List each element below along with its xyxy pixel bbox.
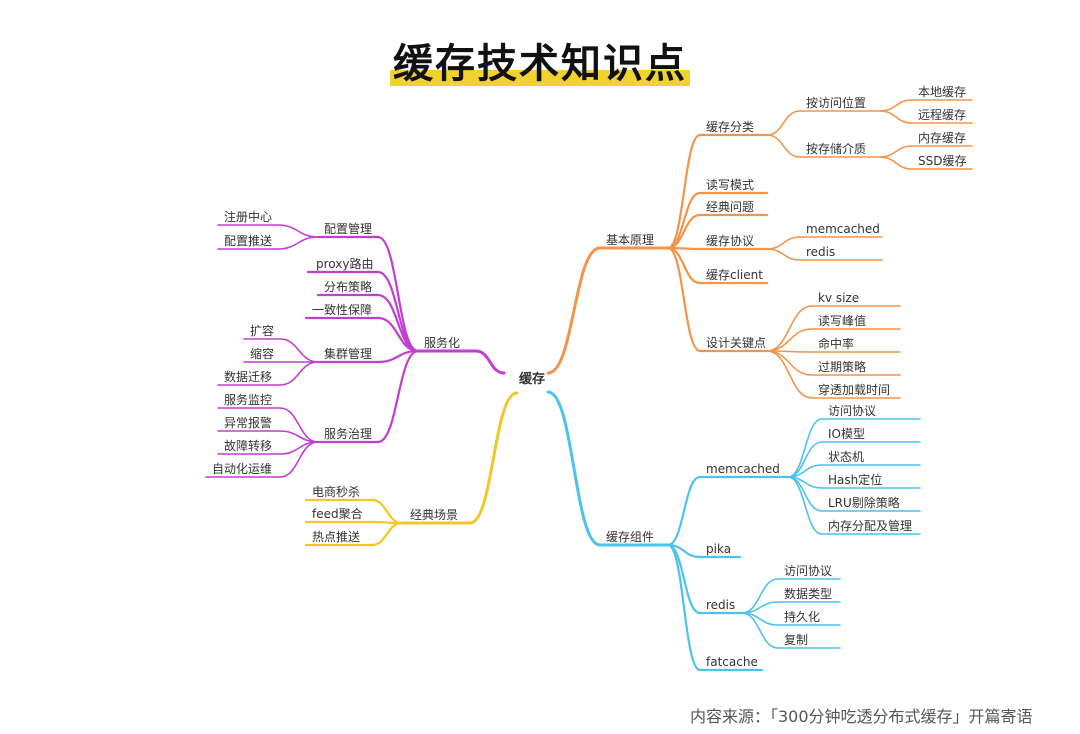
mindmap-node-label: 电商秒杀 bbox=[312, 484, 360, 499]
mindmap-connector bbox=[468, 391, 519, 525]
mindmap-node-label: 服务治理 bbox=[324, 426, 372, 441]
mindmap-node-label: 故障转移 bbox=[224, 438, 272, 453]
mindmap-node-label: 缓存client bbox=[706, 268, 763, 282]
mindmap-node-label: 持久化 bbox=[784, 609, 820, 624]
mindmap-node-label: 分布策略 bbox=[324, 279, 372, 294]
mindmap-connector bbox=[546, 390, 602, 547]
mindmap-connector bbox=[474, 349, 506, 375]
mindmap-node-label: 缩容 bbox=[250, 346, 274, 361]
mindmap-connector bbox=[279, 361, 319, 386]
mindmap-node-label: 按存储介质 bbox=[806, 141, 866, 156]
mindmap-node-label: memcached bbox=[806, 222, 880, 236]
page-title: 缓存技术知识点 bbox=[393, 40, 687, 87]
mindmap-connector bbox=[376, 316, 420, 353]
source-note: 内容来源：「300分钟吃透分布式缓存」开篇寄语 bbox=[690, 707, 1033, 726]
mindmap-connector bbox=[766, 248, 801, 261]
mindmap-connector bbox=[279, 338, 319, 363]
mindmap-connector bbox=[766, 350, 813, 399]
mindmap-connector bbox=[666, 475, 702, 547]
mindmap-connector bbox=[376, 270, 420, 353]
mindmap-connector bbox=[376, 349, 420, 444]
mindmap-node-label: SSD缓存 bbox=[918, 154, 966, 168]
mindmap-node-label: fatcache bbox=[706, 655, 758, 669]
mindmap-connector bbox=[766, 236, 801, 250]
mindmap-node-label: feed聚合 bbox=[312, 506, 363, 521]
mindmap-connector bbox=[666, 133, 702, 250]
mindmap-node-label: LRU剔除策略 bbox=[828, 495, 900, 510]
mindmap-node-label: 本地缓存 bbox=[918, 85, 966, 99]
mindmap-node-label: kv size bbox=[818, 291, 859, 305]
mindmap-node-label: 读写峰值 bbox=[818, 313, 866, 328]
mindmap-connector bbox=[787, 476, 823, 535]
mindmap-node-label: 内存缓存 bbox=[918, 131, 966, 145]
mindmap-node-label: 异常报警 bbox=[224, 415, 272, 430]
mindmap-connector bbox=[766, 328, 813, 352]
mindmap-node-label: 穿透加载时间 bbox=[818, 382, 890, 397]
mindmap-node-label: 访问协议 bbox=[784, 563, 832, 578]
mindmap-node-label: 基本原理 bbox=[606, 233, 654, 247]
mindmap-node-label: 服务监控 bbox=[224, 392, 272, 407]
mindmap-node-label: 配置推送 bbox=[224, 233, 272, 248]
mindmap-node-label: 一致性保障 bbox=[312, 302, 372, 317]
mindmap-root-label: 缓存 bbox=[519, 371, 545, 387]
mindmap-node-label: 复制 bbox=[784, 633, 808, 647]
title-highlight-bar bbox=[390, 70, 690, 86]
mindmap-node-label: 数据类型 bbox=[784, 586, 832, 601]
mindmap-node-label: IO模型 bbox=[828, 427, 865, 441]
mindmap-connector bbox=[879, 156, 913, 170]
mindmap-node-label: 状态机 bbox=[828, 450, 864, 464]
mindmap-connector bbox=[741, 612, 779, 649]
mindmap-connector bbox=[787, 418, 823, 478]
mindmap-node-label: 服务化 bbox=[424, 335, 460, 350]
title-block: 缓存技术知识点 bbox=[390, 36, 690, 96]
mindmap-connector bbox=[376, 349, 420, 364]
mindmap-connector bbox=[546, 246, 602, 375]
mindmap-node-label: proxy路由 bbox=[316, 256, 373, 271]
mindmap-connector bbox=[879, 145, 913, 158]
mindmap-node-label: redis bbox=[706, 598, 735, 612]
mindmap-node-label: 过期策略 bbox=[818, 359, 866, 374]
mindmap-node-label: 自动化运维 bbox=[212, 462, 272, 476]
mindmap-node-label: 经典问题 bbox=[706, 200, 754, 214]
mindmap-node-label: 经典场景 bbox=[410, 508, 458, 522]
mindmap-connector bbox=[277, 224, 319, 238]
mindmap-connector bbox=[666, 246, 702, 353]
mindmap-connector bbox=[666, 543, 702, 672]
mindmap-node-label: 缓存组件 bbox=[606, 530, 654, 544]
mindmap-connector bbox=[370, 498, 404, 525]
mindmap-connector bbox=[279, 441, 319, 478]
mindmap-connector bbox=[766, 110, 801, 136]
mindmap-node-label: 集群管理 bbox=[324, 346, 372, 361]
mindmap-connector bbox=[376, 293, 420, 353]
mindmap-node-label: redis bbox=[806, 245, 835, 259]
mindmap-node-label: 内存分配及管理 bbox=[828, 518, 912, 533]
mindmap-connector bbox=[879, 99, 913, 112]
mindmap-connector bbox=[766, 134, 801, 158]
mindmap-node-label: 设计关键点 bbox=[706, 336, 766, 350]
mindmap-node-label: 注册中心 bbox=[224, 209, 272, 224]
mindmap-connector bbox=[666, 191, 702, 250]
mindmap-node-label: 按访问位置 bbox=[806, 95, 866, 110]
mindmap-node-label: pika bbox=[706, 542, 731, 556]
mindmap-node-label: 缓存分类 bbox=[706, 120, 754, 134]
mindmap-node-label: 数据迁移 bbox=[224, 369, 272, 384]
mindmap-node-label: memcached bbox=[706, 462, 780, 476]
mindmap-node-label: 命中率 bbox=[818, 336, 854, 351]
mindmap-node-label: 访问协议 bbox=[828, 403, 876, 418]
mindmap-connector bbox=[879, 110, 913, 124]
mindmap-node-label: 读写模式 bbox=[706, 178, 754, 192]
mindmap-node-label: Hash定位 bbox=[828, 472, 882, 487]
mindmap-node-label: 扩容 bbox=[250, 323, 274, 338]
mindmap-connector bbox=[766, 305, 813, 352]
mindmap-node-label: 远程缓存 bbox=[918, 107, 966, 122]
mindmap-node-label: 热点推送 bbox=[312, 529, 360, 544]
mindmap-node-label: 缓存协议 bbox=[706, 233, 754, 248]
mindmap-connector bbox=[376, 235, 420, 353]
mindmap-connector bbox=[766, 350, 813, 376]
mindmap-node-label: 配置管理 bbox=[324, 221, 372, 236]
mindmap-connector bbox=[277, 236, 319, 250]
mindmap-connector bbox=[370, 521, 404, 547]
